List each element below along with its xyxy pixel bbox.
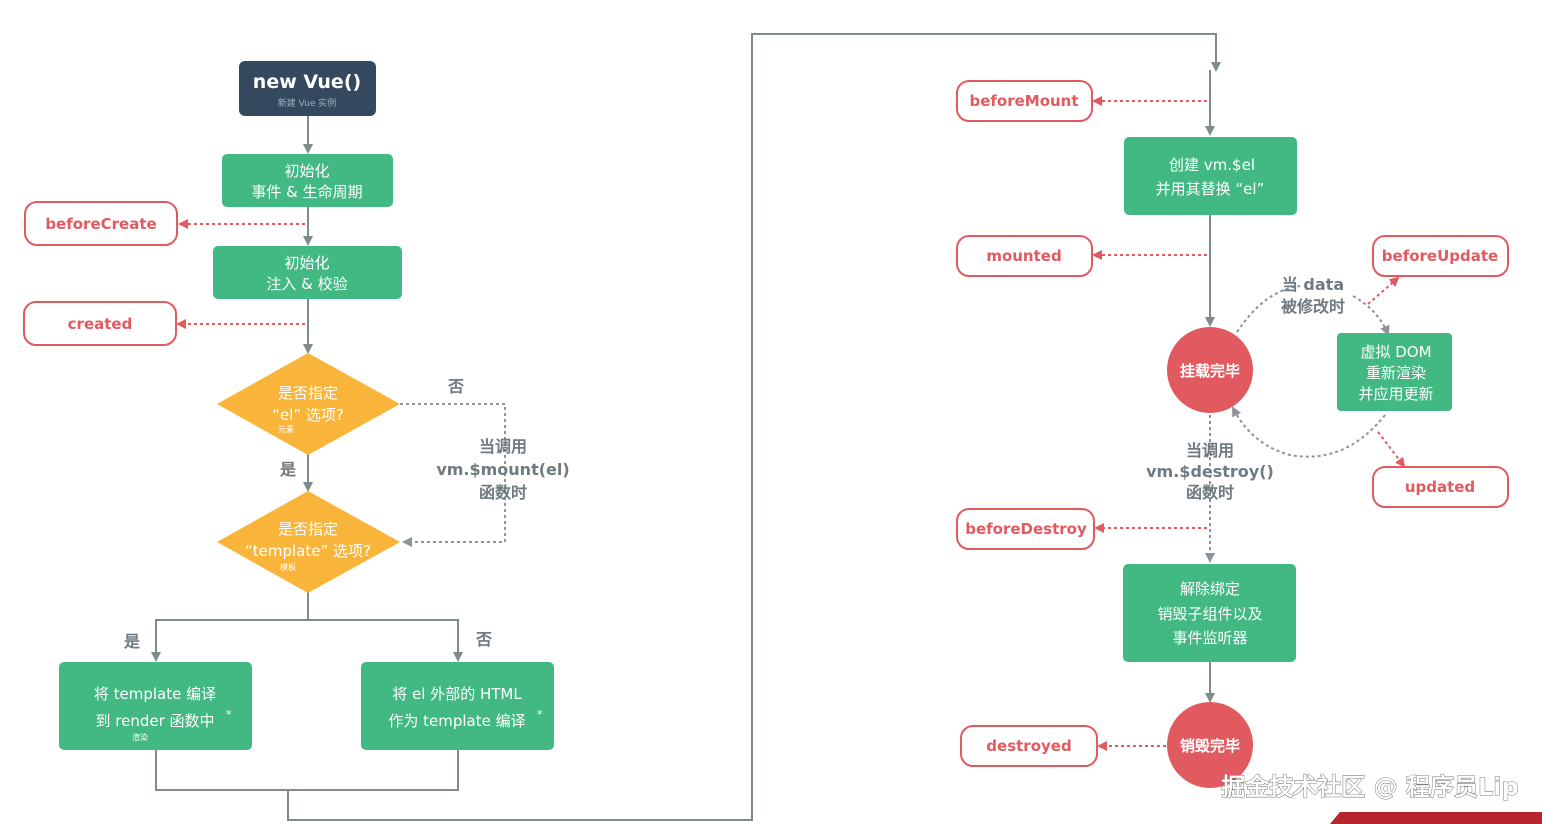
- label-no-2: 否: [475, 630, 492, 649]
- teardown-node: 解除绑定 销毁子组件以及 事件监听器: [1123, 564, 1296, 662]
- hook-mounted: mounted: [956, 235, 1093, 277]
- init-events-line2: 事件 & 生命周期: [251, 183, 362, 201]
- create-el-line2: 并用其替换 “el”: [1156, 180, 1265, 198]
- hook-beforeDestroy: beforeDestroy: [956, 508, 1095, 550]
- destroyed-circle: 销毁完毕: [1167, 702, 1253, 788]
- hook-beforeDestroy-label: beforeDestroy: [965, 520, 1087, 538]
- init-events-node: 初始化 事件 & 生命周期: [222, 154, 393, 207]
- arrow-template-yes: [151, 592, 309, 662]
- q-el-diamond: 是否指定 “el” 选项? 元素: [217, 353, 400, 455]
- data-change-line1: 当 data: [1282, 275, 1344, 294]
- compile-template-line1: 将 template 编译: [94, 685, 216, 703]
- label-data-change: 当 data 被修改时: [1281, 275, 1345, 316]
- hook-beforeCreate-label: beforeCreate: [45, 215, 156, 233]
- hook-destroyed-label: destroyed: [986, 737, 1071, 755]
- hook-destroyed: destroyed: [960, 725, 1098, 767]
- hook-beforeCreate: beforeCreate: [24, 201, 178, 246]
- init-inject-line2: 注入 & 校验: [266, 275, 347, 293]
- arrow-updated: [1377, 431, 1406, 468]
- mount-call-line3: 函数时: [479, 483, 527, 502]
- left-connectors: [151, 33, 1221, 821]
- hook-created: created: [23, 301, 177, 346]
- q-el-sub: 元素: [278, 424, 294, 434]
- init-inject-node: 初始化 注入 & 校验: [213, 246, 402, 299]
- loop-top-right: [1352, 295, 1390, 336]
- q-template-diamond: 是否指定 “template” 选项? 模板: [217, 491, 400, 593]
- destroy-call-line1: 当调用: [1186, 441, 1234, 460]
- right-connectors: [1092, 70, 1406, 751]
- compile-html-star: *: [537, 708, 543, 721]
- init-inject-line1: 初始化: [284, 254, 329, 272]
- create-el-node: 创建 vm.$el 并用其替换 “el”: [1124, 137, 1297, 215]
- hook-beforeMount: beforeMount: [956, 80, 1093, 122]
- merge-bottom: [155, 750, 459, 791]
- connector-to-mount: [287, 33, 1221, 821]
- compile-template-node: 将 template 编译 到 render 函数中 * 渲染: [59, 662, 252, 750]
- hook-updated-label: updated: [1405, 478, 1475, 496]
- vdom-node: 虚拟 DOM 重新渲染 并应用更新: [1337, 333, 1452, 411]
- hook-beforeUpdate-label: beforeUpdate: [1382, 247, 1498, 265]
- compile-template-star: *: [226, 708, 232, 721]
- data-change-line2: 被修改时: [1281, 297, 1345, 316]
- arrow-template-no: [308, 619, 463, 662]
- loop-bottom: [1232, 406, 1386, 458]
- compile-html-line2: 作为 template 编译: [388, 712, 525, 730]
- destroy-call-line3: 函数时: [1186, 483, 1234, 502]
- hook-beforeUpdate: beforeUpdate: [1372, 235, 1509, 277]
- mount-call-line1: 当调用: [479, 437, 527, 456]
- new-vue-node: new Vue() 新建 Vue 实例: [239, 61, 376, 116]
- mounted-circle: 挂载完毕: [1167, 327, 1253, 413]
- new-vue-title: new Vue(): [253, 71, 361, 93]
- watermark: 掘金技术社区 @ 程序员Lip: [1221, 773, 1518, 801]
- vdom-line1: 虚拟 DOM: [1360, 343, 1431, 361]
- init-events-line1: 初始化: [284, 162, 329, 180]
- vdom-line2: 重新渲染: [1366, 364, 1426, 382]
- compile-template-line2: 到 render 函数中: [95, 712, 214, 730]
- label-mount-call: 当调用 vm.$mount(el) 函数时: [436, 437, 569, 502]
- destroy-call-line2: vm.$destroy(): [1146, 462, 1274, 481]
- label-destroy-call: 当调用 vm.$destroy() 函数时: [1146, 441, 1274, 502]
- destroyed-circle-text: 销毁完毕: [1180, 737, 1240, 755]
- q-template-sub: 模板: [280, 562, 296, 572]
- compile-html-line1: 将 el 外部的 HTML: [392, 685, 522, 703]
- arrow-beforeUpdate: [1367, 276, 1400, 305]
- label-yes-1: 是: [279, 460, 296, 479]
- create-el-line1: 创建 vm.$el: [1169, 156, 1255, 174]
- mount-call-line2: vm.$mount(el): [436, 460, 569, 479]
- q-el-line2: “el” 选项?: [272, 406, 344, 424]
- q-template-line2: “template” 选项?: [245, 542, 371, 560]
- compile-template-sub: 渲染: [132, 732, 148, 742]
- label-yes-2: 是: [123, 632, 140, 651]
- teardown-line3: 事件监听器: [1172, 629, 1247, 647]
- hook-beforeMount-label: beforeMount: [969, 92, 1078, 110]
- teardown-line1: 解除绑定: [1180, 580, 1240, 598]
- q-template-line1: 是否指定: [278, 520, 338, 538]
- hook-mounted-label: mounted: [986, 247, 1061, 265]
- vdom-line3: 并应用更新: [1358, 385, 1433, 403]
- corner-banner: [1330, 812, 1542, 824]
- new-vue-sub: 新建 Vue 实例: [278, 97, 337, 109]
- arrow-el-no: [400, 403, 506, 547]
- q-el-line1: 是否指定: [278, 384, 338, 402]
- compile-html-node: 将 el 外部的 HTML 作为 template 编译 *: [361, 662, 554, 750]
- mounted-circle-text: 挂载完毕: [1180, 362, 1240, 380]
- teardown-line2: 销毁子组件以及: [1157, 605, 1262, 623]
- hook-updated: updated: [1372, 466, 1509, 508]
- hook-created-label: created: [68, 315, 133, 333]
- loop-top-left: [1236, 285, 1301, 333]
- label-no-1: 否: [447, 377, 464, 396]
